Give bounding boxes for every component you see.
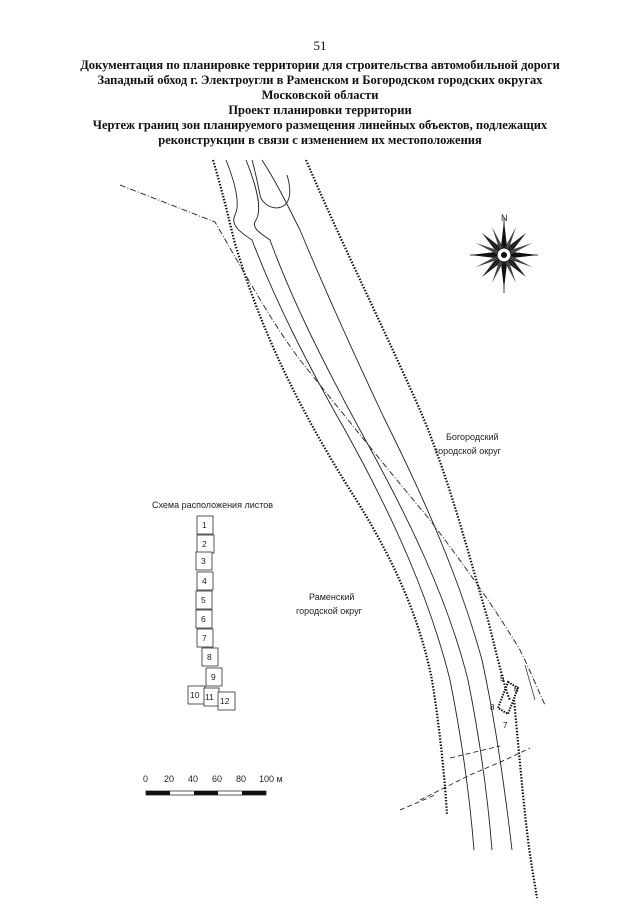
title-line: Московской области	[261, 88, 379, 102]
point-label: 6	[514, 685, 519, 694]
title-line: Чертеж границ зон планируемого размещени…	[92, 118, 548, 132]
sheet-box	[196, 628, 214, 648]
sheet-box	[201, 647, 219, 667]
district-label-west: Раменский	[309, 592, 354, 602]
district-boundary	[419, 747, 531, 801]
zone-boundary-east	[304, 159, 511, 701]
scale-tick-label: 40	[188, 774, 198, 784]
sheet-number: 5	[201, 595, 206, 605]
road-edge	[245, 159, 493, 851]
page-number: 51	[313, 38, 327, 53]
linear-object-line	[119, 184, 546, 706]
point-label: 7	[503, 721, 508, 730]
planned-zone	[496, 680, 520, 716]
sheet-box	[217, 691, 236, 711]
compass-rose-icon	[470, 217, 538, 293]
zone-tick	[524, 664, 536, 701]
sheet-number: 2	[202, 539, 207, 549]
sheet-box	[205, 667, 223, 687]
scale-bar	[145, 790, 267, 796]
zone-boundary-west	[211, 159, 449, 816]
zone-boundary-south	[512, 699, 539, 899]
point-label: 5	[500, 674, 505, 683]
sheet-number: 3	[201, 556, 206, 566]
north-label: N	[501, 213, 508, 223]
sheet-number: 7	[202, 633, 207, 643]
road-edge	[225, 159, 475, 851]
scale-tick-label: 60	[212, 774, 222, 784]
sheet-layout	[187, 515, 236, 711]
point-label: 8	[490, 703, 495, 712]
district-label-west: городской округ	[296, 606, 363, 616]
sheet-number: 12	[220, 696, 230, 706]
title-line: реконструкции в связи с изменением их ме…	[158, 133, 482, 147]
district-label-east: городской округ	[435, 446, 502, 456]
road-edge	[261, 159, 513, 851]
sheet-number: 4	[202, 576, 207, 586]
sheet-box	[195, 609, 213, 629]
title-line: Документация по планировке территории дл…	[80, 58, 560, 72]
sheet-number: 11	[205, 692, 214, 702]
document-title: Документация по планировке территории дл…	[30, 58, 610, 148]
title-line: Западный обход г. Электроугли в Раменско…	[97, 73, 543, 87]
district-label-east: Богородский	[446, 432, 499, 442]
sheet-number: 10	[190, 690, 200, 700]
district-boundary	[399, 794, 436, 811]
sheet-box	[195, 551, 213, 571]
title-line: Проект планировки территории	[228, 103, 412, 117]
scale-tick-label: 80	[236, 774, 246, 784]
scale-tick-label: 100 м	[259, 774, 283, 784]
sheet-box	[196, 515, 214, 535]
district-boundary	[449, 745, 501, 759]
scale-tick-label: 20	[164, 774, 174, 784]
sheet-number: 9	[211, 672, 216, 682]
sheet-box	[195, 590, 213, 610]
sheet-number: 6	[201, 614, 206, 624]
sheet-number: 1	[202, 520, 207, 530]
sheet-number: 8	[207, 652, 212, 662]
sheet-layout-title: Схема расположения листов	[152, 500, 273, 510]
sheet-box	[196, 571, 214, 591]
scale-tick-label: 0	[143, 774, 148, 784]
ramp-curve	[251, 159, 291, 209]
